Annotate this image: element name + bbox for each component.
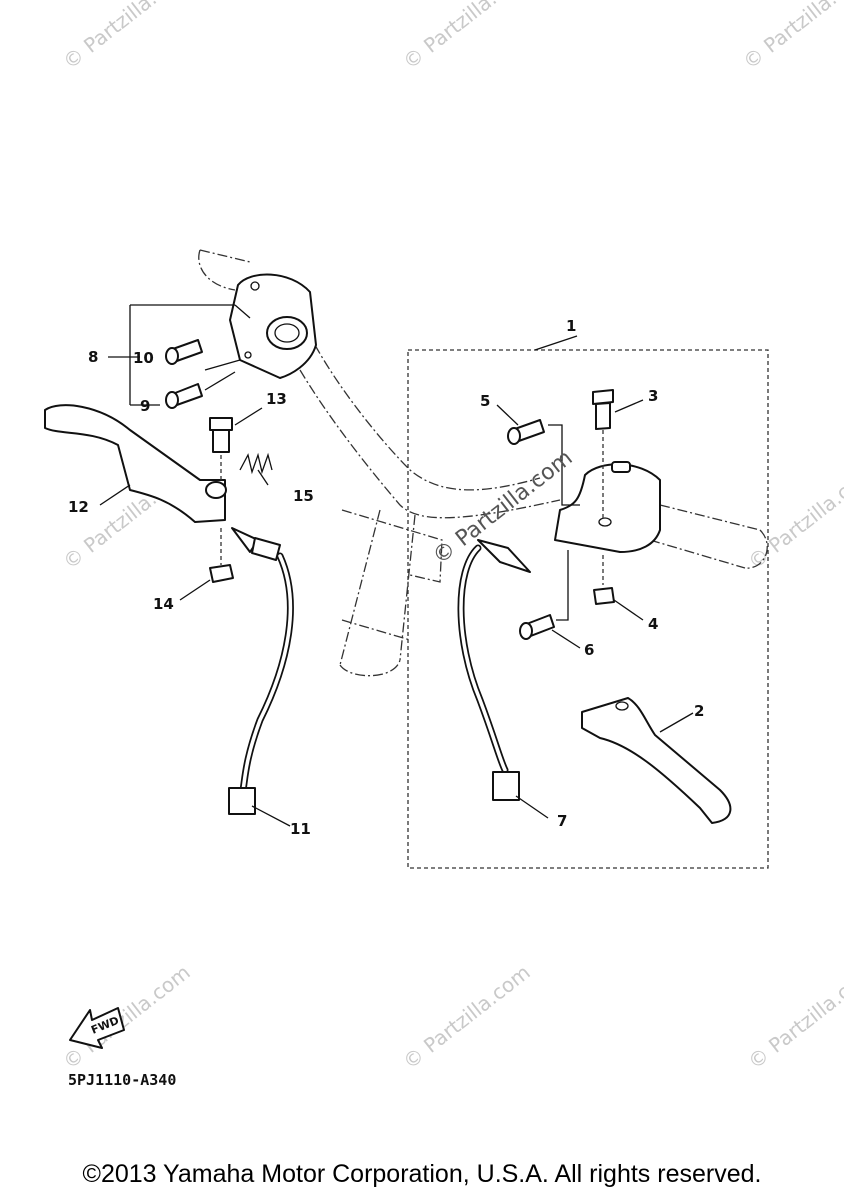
diagram-code: 5PJ1110-A340 <box>68 1071 176 1089</box>
handlebar-outline <box>198 249 768 677</box>
callout-13: 13 <box>266 390 287 408</box>
copyright-notice: ©2013 Yamaha Motor Corporation, U.S.A. A… <box>82 1160 762 1188</box>
screw-6 <box>519 614 555 640</box>
watermark: © Partzilla.com <box>743 960 844 1074</box>
left-switch-housing <box>229 273 317 379</box>
callout-9: 9 <box>140 397 150 415</box>
brake-lever-2 <box>581 697 732 824</box>
callout-leaders <box>99 304 694 827</box>
callout-labels: 1 2 3 4 5 6 7 8 9 10 11 12 13 14 15 <box>68 317 704 838</box>
callout-3: 3 <box>648 387 658 405</box>
bolt-13 <box>209 417 233 453</box>
callout-4: 4 <box>648 615 658 633</box>
screw-5 <box>507 419 545 445</box>
callout-10: 10 <box>133 349 154 367</box>
switch-cable-7 <box>457 539 531 801</box>
nut-14 <box>209 564 234 583</box>
watermark: © Partzilla.com <box>398 0 534 74</box>
screw-10 <box>165 339 203 365</box>
right-switch-housing <box>554 461 661 553</box>
callout-11: 11 <box>290 820 311 838</box>
callout-6: 6 <box>584 641 594 659</box>
callout-1: 1 <box>566 317 576 335</box>
assembly-kit-box <box>407 349 769 869</box>
callout-5: 5 <box>480 392 490 410</box>
fwd-arrow-icon: FWD <box>69 1007 125 1049</box>
switch-cable-11 <box>228 527 294 815</box>
callout-2: 2 <box>694 702 704 720</box>
watermark: © Partzilla.com <box>58 960 194 1074</box>
watermark: © Partzilla.com <box>398 960 534 1074</box>
bolt-3 <box>592 389 614 430</box>
watermark: © Partzilla.com <box>743 460 844 574</box>
nut-4 <box>593 587 615 605</box>
spring-15 <box>239 452 273 475</box>
clutch-lever-12 <box>44 404 227 523</box>
callout-8: 8 <box>88 348 98 366</box>
callout-14: 14 <box>153 595 174 613</box>
watermark: © Partzilla.com <box>738 0 844 74</box>
callout-7: 7 <box>557 812 567 830</box>
watermark: © Partzilla.com <box>58 0 194 74</box>
callout-15: 15 <box>293 487 314 505</box>
callout-12: 12 <box>68 498 89 516</box>
screw-9 <box>165 383 203 409</box>
